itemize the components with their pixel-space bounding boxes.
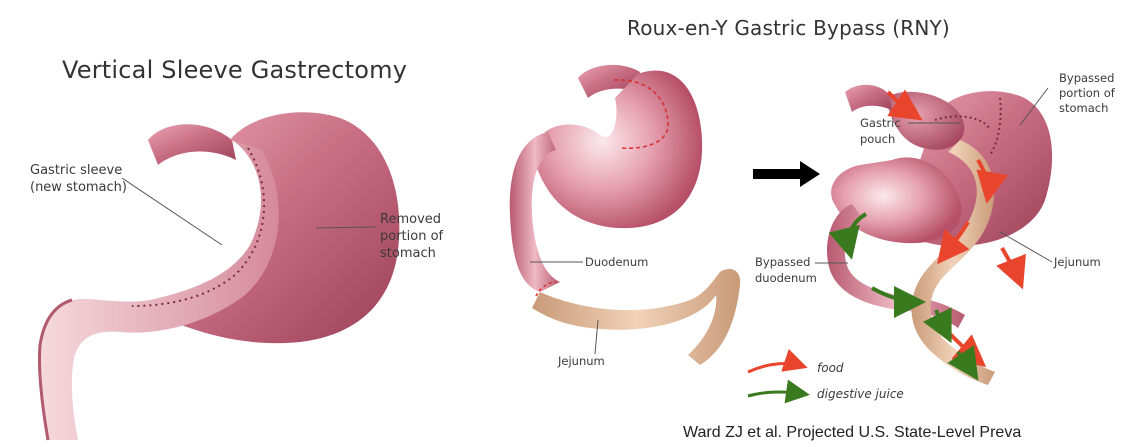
legend — [748, 364, 804, 396]
pouch-label: pouch — [860, 133, 895, 147]
portion-of-label: portion of — [380, 229, 443, 245]
bypass-title: Roux-en-Y Gastric Bypass (RNY) — [627, 16, 950, 40]
bypassed-stomach-label-1: Bypassed — [1059, 72, 1114, 86]
gastric-label: Gastric — [860, 117, 901, 131]
legend-juice-arrow — [748, 392, 804, 396]
legend-food-arrow — [748, 364, 802, 372]
legend-juice-label: digestive juice — [817, 387, 904, 401]
sleeve-stomach-drawing — [39, 112, 399, 440]
sleeve-title: Vertical Sleeve Gastrectomy — [62, 56, 407, 85]
bypassed-duodenum-label-2: duodenum — [755, 272, 817, 286]
removed-label: Removed — [380, 212, 441, 228]
new-stomach-label: (new stomach) — [30, 180, 127, 196]
normal-stomach-drawing — [510, 65, 740, 365]
bypassed-duodenum-label-1: Bypassed — [755, 256, 810, 270]
duodenum-label: Duodenum — [585, 256, 648, 270]
bypassed-stomach-label-3: stomach — [1059, 102, 1108, 116]
jejunum-label-after: Jejunum — [1054, 256, 1101, 270]
legend-food-label: food — [817, 361, 844, 375]
jejunum-label-before: Jejunum — [558, 355, 605, 369]
bypassed-stomach-label-2: portion of — [1059, 87, 1115, 101]
transform-arrow — [753, 161, 820, 187]
food-arrow — [1002, 248, 1020, 282]
stomach-label: stomach — [380, 246, 436, 262]
bypass-stomach-drawing — [815, 85, 1052, 385]
gastric-sleeve-label: Gastric sleeve — [30, 163, 122, 179]
